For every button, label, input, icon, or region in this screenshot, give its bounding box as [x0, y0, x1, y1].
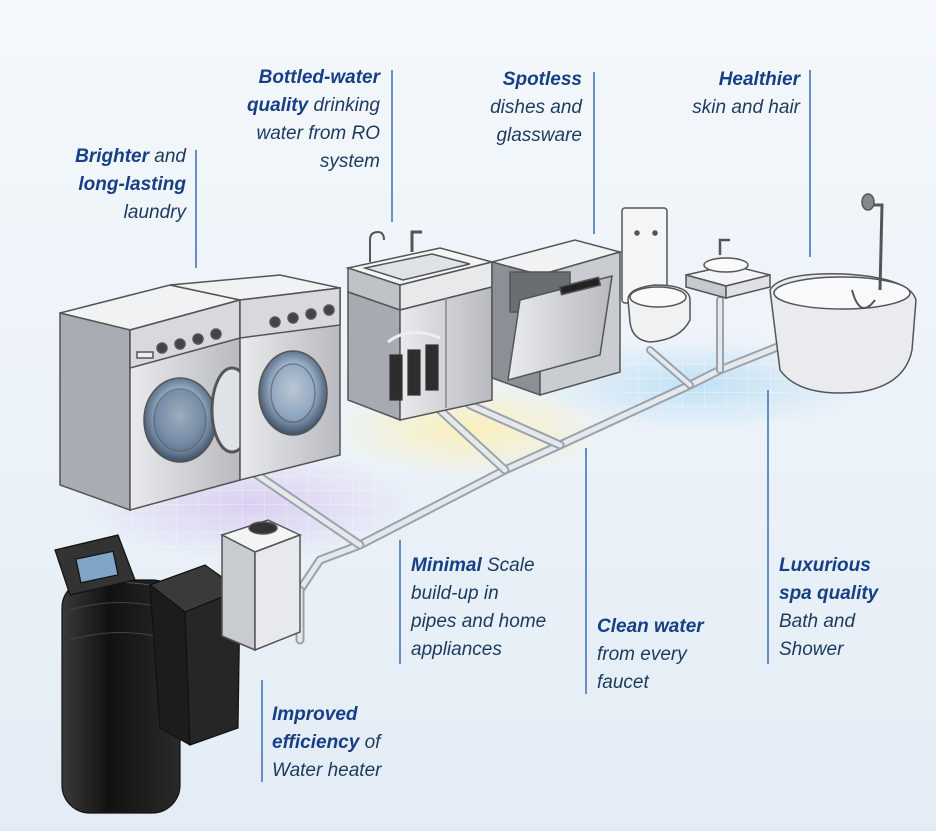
callout-laundry-text2: laundry — [123, 202, 186, 223]
callout-scale-text1: Scale — [481, 555, 535, 576]
callout-scale-text4: appliances — [411, 639, 502, 660]
callout-skin-bold1: Healthier — [718, 69, 800, 90]
callout-skin-hair: Healthier skin and hair — [660, 66, 800, 122]
callout-leader-lines — [195, 70, 811, 782]
brine-tank-icon — [148, 564, 242, 747]
callout-clean-water: Clean water from every faucet — [597, 613, 757, 697]
callout-heater-bold2: efficiency — [272, 732, 360, 753]
callout-spa-bold1: Luxurious — [779, 555, 871, 576]
callout-ro-bold2: quality — [246, 95, 309, 116]
callout-spa-text3: Bath and — [779, 611, 856, 632]
callout-ro-text4: system — [319, 151, 380, 172]
bathtub-icon — [769, 193, 917, 394]
callout-dishes: Spotless dishes and glassware — [440, 66, 582, 150]
water-heater-icon — [220, 519, 302, 652]
basin-icon — [685, 238, 771, 299]
callout-scale: Minimal Scale build-up in pipes and home… — [411, 552, 581, 664]
callout-skin-text2: skin and hair — [692, 97, 800, 118]
callout-heater-text3: Water heater — [272, 760, 382, 781]
callout-dishes-text2: dishes and — [490, 97, 582, 118]
washing-machine-icon — [59, 284, 254, 512]
callout-ro-text3: water from RO — [256, 123, 380, 144]
callout-heater-text2: of — [359, 732, 381, 753]
callout-laundry-bold1: Brighter — [75, 146, 150, 167]
callout-scale-text2: build-up in — [411, 583, 499, 604]
callout-clean-bold1: Clean water — [597, 616, 704, 637]
water-softener-icon — [54, 534, 181, 814]
ro-filter-icon — [387, 330, 441, 401]
callout-scale-text3: pipes and home — [411, 611, 547, 632]
callout-scale-bold1: Minimal — [411, 555, 482, 576]
callout-spa-bold2: spa quality — [779, 583, 879, 604]
callout-dishes-bold1: Spotless — [502, 69, 582, 90]
dryer-icon — [169, 274, 341, 481]
callout-dishes-text3: glassware — [496, 125, 582, 146]
callout-spa: Luxurious spa quality Bath and Shower — [779, 552, 929, 664]
callout-laundry-text1: and — [149, 146, 186, 167]
toilet-icon — [621, 207, 691, 343]
sink-icon — [345, 230, 495, 422]
callout-laundry-bold2: long-lasting — [78, 174, 186, 195]
callout-heater-bold1: Improved — [272, 704, 358, 725]
callout-water-heater: Improved efficiency of Water heater — [272, 701, 422, 785]
dishwasher-icon — [489, 239, 623, 397]
callout-ro-bold1: Bottled-water — [258, 67, 380, 88]
callout-clean-text2: from every — [597, 644, 687, 665]
callout-ro-text2: drinking — [308, 95, 380, 116]
callout-clean-text3: faucet — [597, 672, 649, 693]
callout-ro-system: Bottled-water quality drinking water fro… — [200, 64, 380, 176]
callout-spa-text4: Shower — [779, 639, 844, 660]
callout-laundry: Brighter and long-lasting laundry — [20, 143, 186, 227]
pipe-network-icon — [245, 296, 795, 645]
